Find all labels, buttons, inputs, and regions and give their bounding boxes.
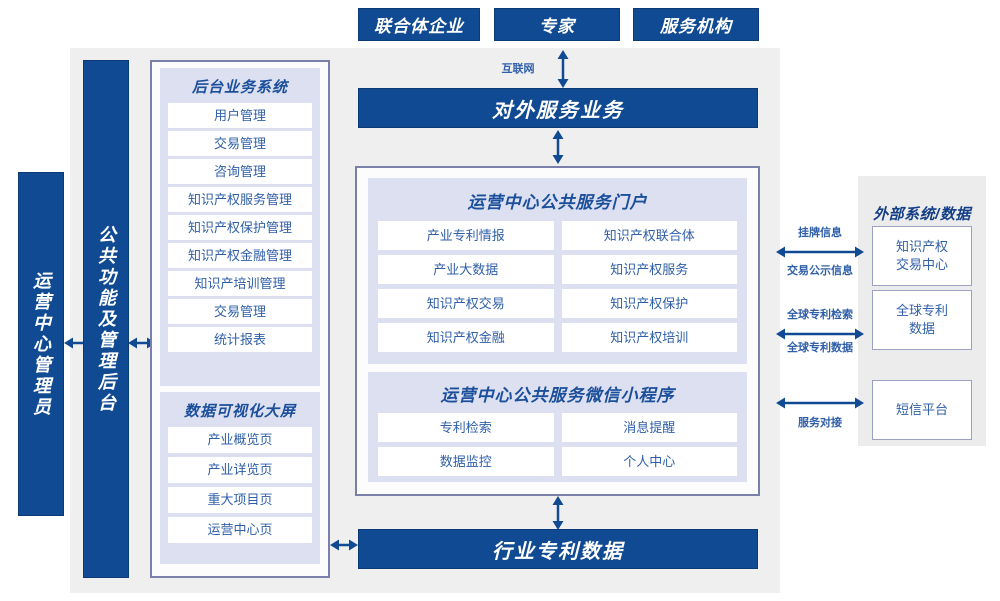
backend-tile[interactable]: 知识产权服务管理 — [168, 187, 312, 212]
portal-tile[interactable]: 知识产权联合体 — [561, 221, 737, 250]
external-arrow-sms — [776, 394, 864, 412]
portal-tile-grid: 产业专利情报 知识产权联合体 产业大数据 知识产权服务 知识产权交易 知识产权保… — [378, 221, 737, 352]
connection-label-global-patent-search: 全球专利检索 — [787, 309, 853, 321]
portal-service-group: 运营中心公共服务门户 产业专利情报 知识产权联合体 产业大数据 知识产权服务 知… — [368, 178, 747, 364]
actor-box-expert[interactable]: 专家 — [494, 8, 620, 41]
external-arrow-ip-exchange — [776, 243, 864, 261]
actor-box-consortium[interactable]: 联合体企业 — [358, 8, 480, 41]
internet-label: 互联网 — [501, 63, 535, 75]
miniprogram-tile[interactable]: 数据监控 — [378, 447, 554, 476]
portal-tile[interactable]: 产业专利情报 — [378, 221, 554, 250]
service-to-portal-arrow — [547, 130, 569, 164]
portal-to-patent-arrow — [547, 496, 569, 530]
actor-box-service-org[interactable]: 服务机构 — [633, 8, 759, 41]
visualization-tile[interactable]: 产业概览页 — [168, 427, 312, 453]
visualization-group: 数据可视化大屏 产业概览页 产业详览页 重大项目页 运营中心页 — [160, 392, 320, 564]
backend-tile[interactable]: 用户管理 — [168, 103, 312, 128]
backend-tile[interactable]: 交易管理 — [168, 131, 312, 156]
panel-to-patent-arrow — [330, 534, 358, 556]
backend-business-group: 后台业务系统 用户管理 交易管理 咨询管理 知识产权服务管理 知识产权保护管理 … — [160, 68, 320, 386]
connection-label-service-docking: 服务对接 — [798, 417, 842, 429]
backend-tile[interactable]: 咨询管理 — [168, 159, 312, 184]
backend-tile-list: 用户管理 交易管理 咨询管理 知识产权服务管理 知识产权保护管理 知识产权金融管… — [168, 103, 312, 352]
industry-patent-bar[interactable]: 行业专利数据 — [358, 529, 758, 569]
portal-tile[interactable]: 知识产权金融 — [378, 323, 554, 352]
connection-label-trade-public-info: 交易公示信息 — [787, 265, 853, 277]
portal-tile[interactable]: 知识产权培训 — [561, 323, 737, 352]
visualization-tile[interactable]: 运营中心页 — [168, 517, 312, 543]
visualization-title: 数据可视化大屏 — [183, 403, 296, 420]
miniprogram-tile[interactable]: 消息提醒 — [561, 413, 737, 442]
external-arrow-global-patent — [776, 325, 864, 343]
connection-label-global-patent-data: 全球专利数据 — [787, 342, 853, 354]
portal-tile[interactable]: 产业大数据 — [378, 255, 554, 284]
portal-tile[interactable]: 知识产权保护 — [561, 289, 737, 318]
visualization-tile[interactable]: 产业详览页 — [168, 457, 312, 483]
backend-tile[interactable]: 统计报表 — [168, 327, 312, 352]
miniprogram-tile[interactable]: 专利检索 — [378, 413, 554, 442]
miniprogram-group: 运营中心公共服务微信小程序 专利检索 消息提醒 数据监控 个人中心 — [368, 372, 747, 482]
miniprogram-tile-grid: 专利检索 消息提醒 数据监控 个人中心 — [378, 413, 737, 476]
visualization-tile-list: 产业概览页 产业详览页 重大项目页 运营中心页 — [168, 427, 312, 543]
external-systems-title: 外部系统/数据 — [873, 206, 971, 223]
internet-arrow — [552, 50, 574, 88]
external-box-global-patent-data[interactable]: 全球专利 数据 — [872, 290, 972, 350]
portal-tile[interactable]: 知识产权交易 — [378, 289, 554, 318]
backend-tile[interactable]: 交易管理 — [168, 299, 312, 324]
backend-tile[interactable]: 知识产培训管理 — [168, 271, 312, 296]
external-box-sms-platform[interactable]: 短信平台 — [872, 380, 972, 440]
backend-business-title: 后台业务系统 — [191, 79, 288, 96]
portal-tile[interactable]: 知识产权服务 — [561, 255, 737, 284]
backend-tile[interactable]: 知识产权保护管理 — [168, 215, 312, 240]
miniprogram-tile[interactable]: 个人中心 — [561, 447, 737, 476]
connection-label-listing-info: 挂牌信息 — [798, 227, 842, 239]
backend-tile[interactable]: 知识产权金融管理 — [168, 243, 312, 268]
external-box-ip-exchange[interactable]: 知识产权 交易中心 — [872, 226, 972, 286]
common-function-bar[interactable]: 公共功能及管理后台 — [83, 60, 129, 578]
operation-center-admin-bar[interactable]: 运营中心管理员 — [18, 172, 64, 516]
miniprogram-title: 运营中心公共服务微信小程序 — [440, 386, 675, 405]
visualization-tile[interactable]: 重大项目页 — [168, 487, 312, 513]
external-service-bar[interactable]: 对外服务业务 — [358, 88, 758, 128]
portal-service-title: 运营中心公共服务门户 — [467, 193, 648, 212]
